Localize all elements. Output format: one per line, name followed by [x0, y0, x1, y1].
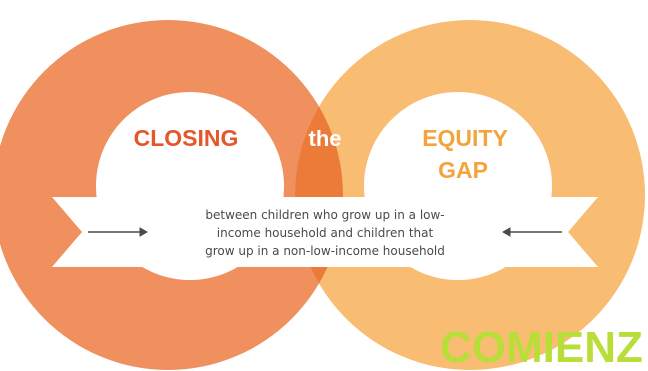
banner-line-1: between children who grow up in a low- — [205, 208, 444, 222]
banner-line-3: grow up in a non-low-income household — [205, 244, 445, 258]
right-ring — [295, 20, 645, 370]
left-ring — [0, 20, 343, 370]
headline-closing: CLOSING — [134, 125, 239, 151]
watermark-word: COMIENZ — [440, 323, 643, 371]
arrow-right-icon — [88, 227, 149, 237]
headline-equity: EQUITY — [422, 125, 508, 151]
ribbon-banner — [52, 197, 598, 267]
headline-gap: GAP — [438, 157, 488, 183]
banner-line-2: income household and children that — [217, 226, 434, 240]
arrow-left-icon — [501, 227, 562, 237]
headline-the: the — [309, 126, 342, 151]
